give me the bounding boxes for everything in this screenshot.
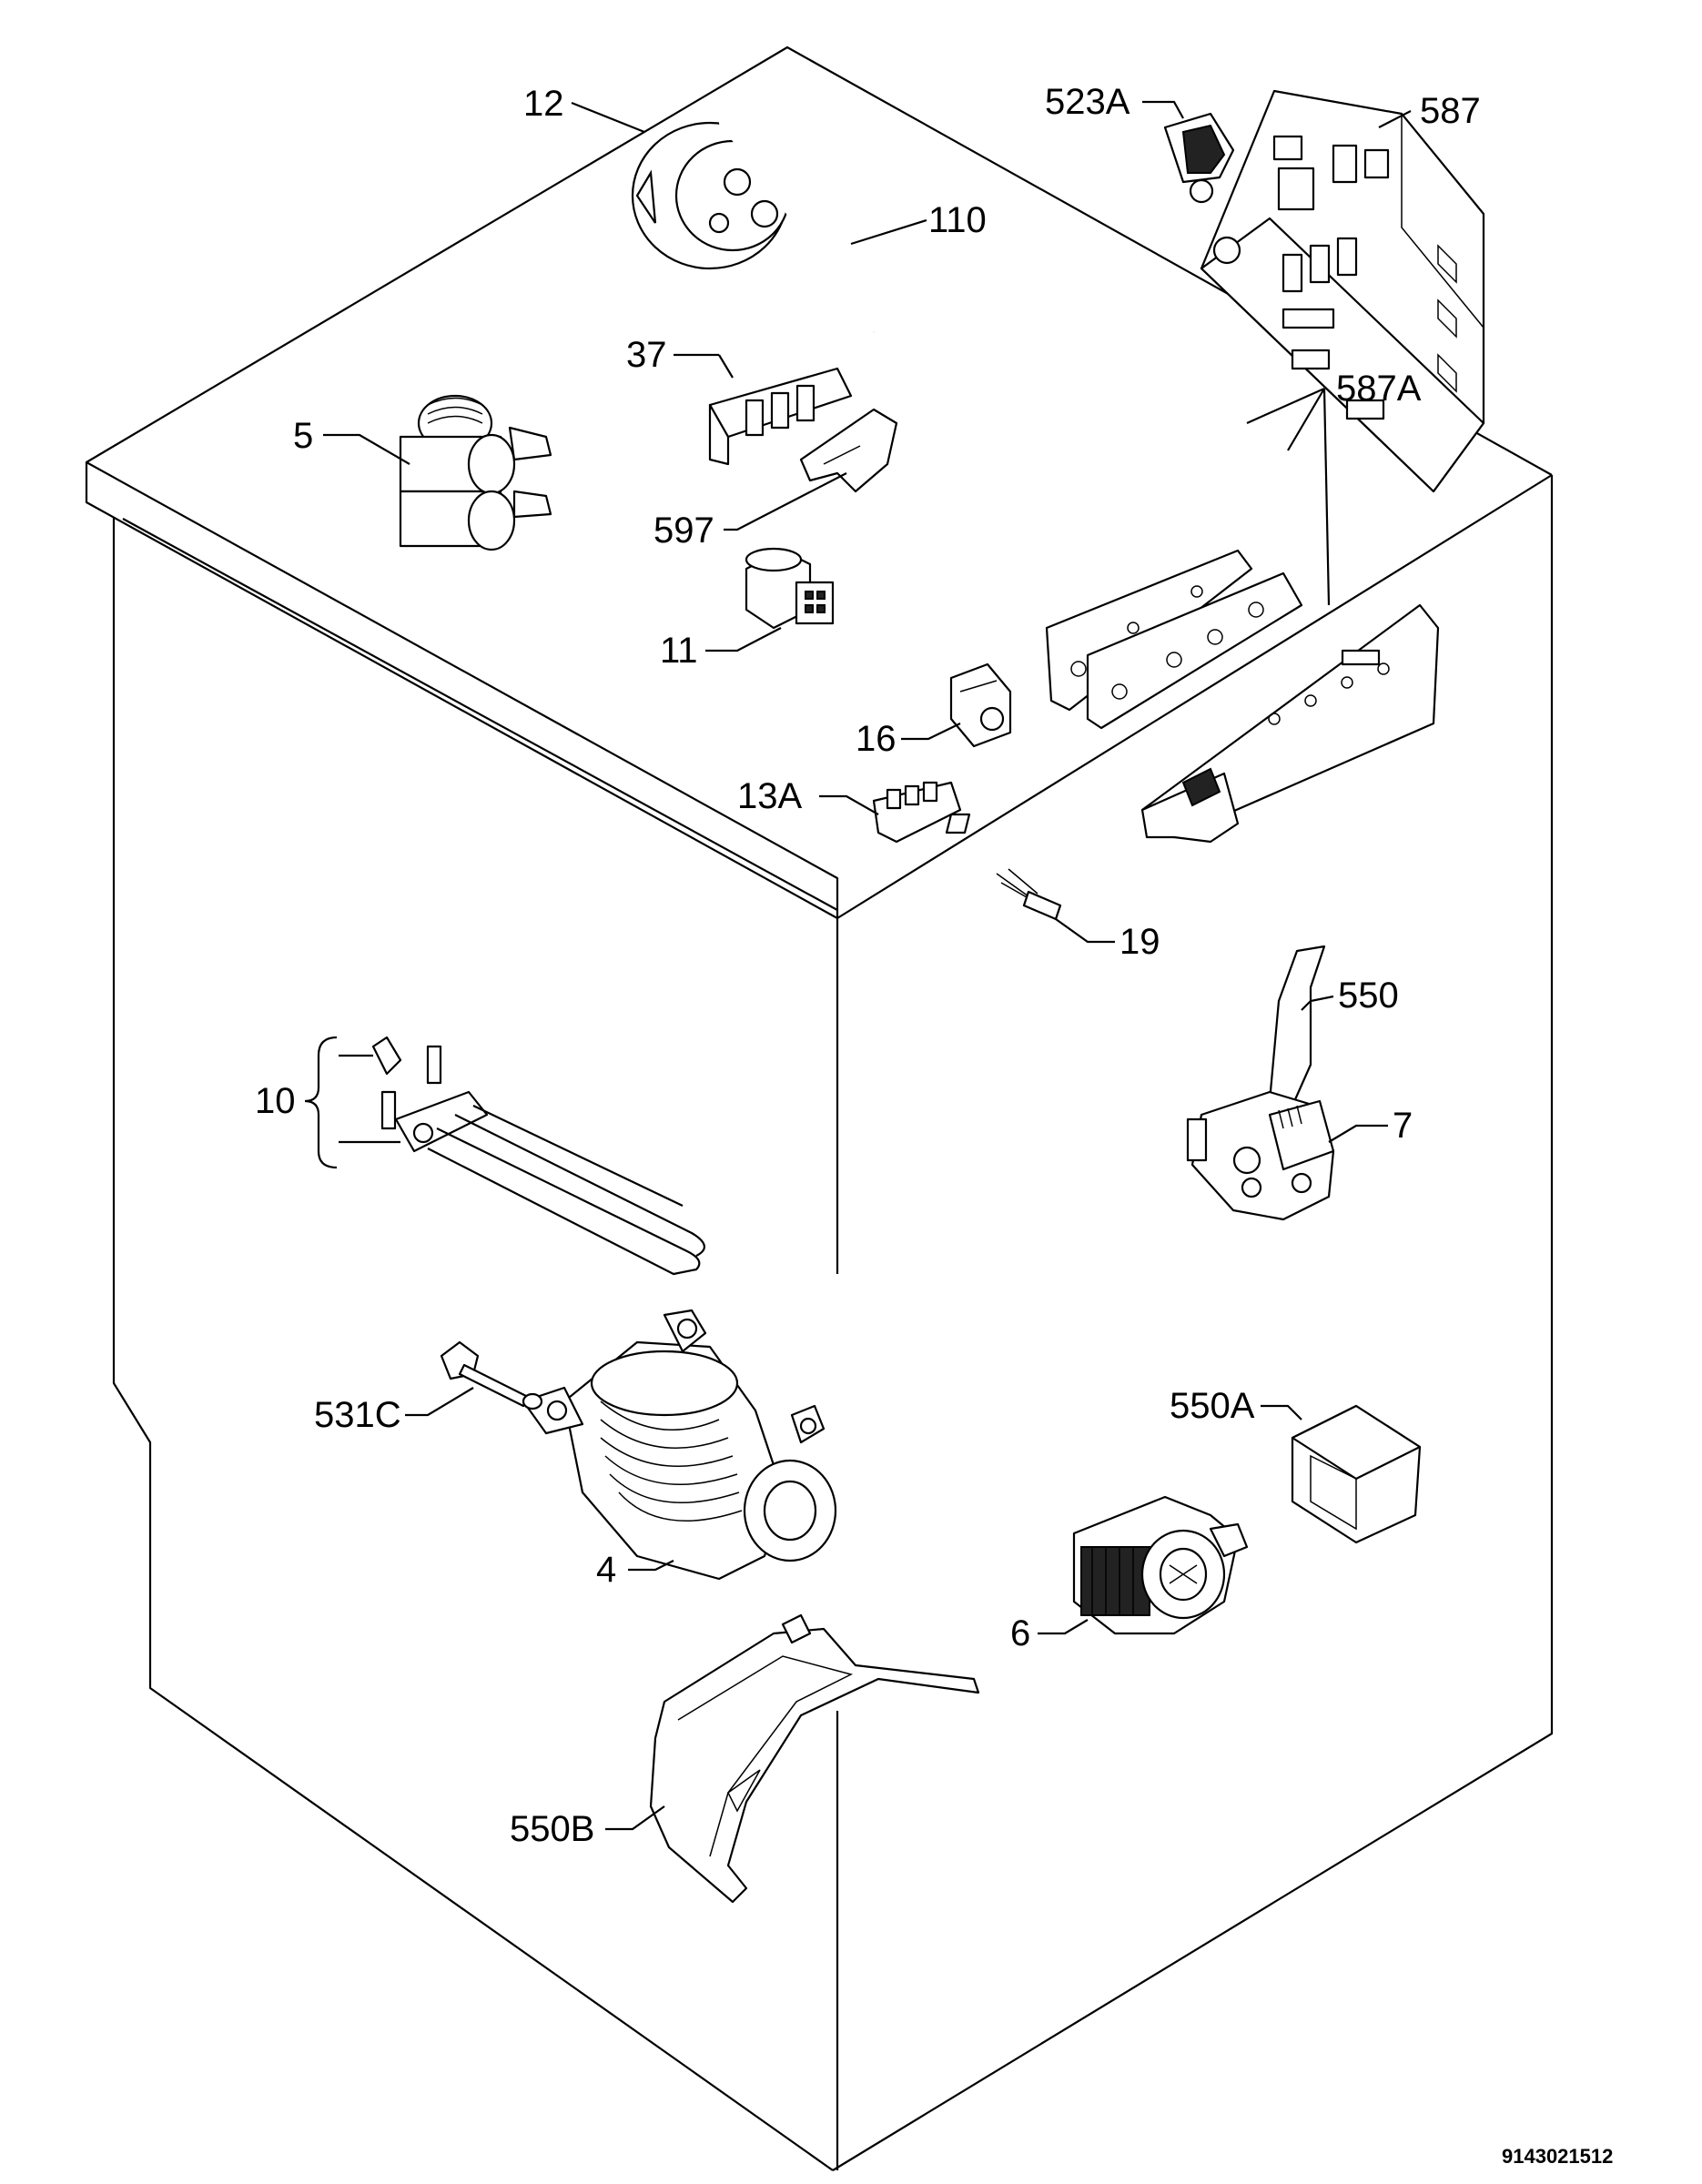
label-597: 597 [653,511,714,551]
label-587a: 587A [1336,369,1422,409]
part-550-door-handle [1268,945,1326,1107]
part-531c-screw [440,1340,543,1410]
label-12: 12 [523,84,564,124]
label-550b: 550B [510,1809,594,1849]
part-13a-connector [872,781,971,844]
part-550a-cover [1291,1404,1422,1544]
label-5: 5 [293,416,313,456]
callout-labels: 12 110 523A 587 37 5 597 587A 11 16 13A … [255,82,1481,1849]
label-4: 4 [596,1550,616,1590]
part-523a-switch [1163,112,1235,204]
label-6: 6 [1010,1613,1030,1653]
label-10: 10 [255,1081,296,1121]
leader-lines [304,100,1412,1831]
part-597-clip [799,408,898,493]
part-5-inlet-valve [399,394,552,551]
part-110-hose [718,116,876,335]
label-16: 16 [856,719,897,759]
part-587a-control-boards [1045,549,1440,844]
drawing-number: 9143021512 [1502,2145,1613,2168]
label-531c: 531C [314,1395,401,1435]
part-4-drain-pump [522,1309,837,1581]
part-37-terminal-block [708,367,853,466]
label-13a: 13A [737,776,802,816]
label-7: 7 [1393,1106,1413,1146]
part-16-suppressor [949,662,1012,748]
label-11: 11 [660,631,698,671]
label-587: 587 [1420,91,1481,131]
label-550: 550 [1338,976,1399,1016]
label-523a: 523A [1045,82,1130,122]
part-11-capacitor [745,547,835,630]
part-19-sensor [996,868,1062,921]
label-550a: 550A [1170,1386,1255,1426]
label-37: 37 [626,335,667,375]
part-7-door-lock [1186,1090,1335,1221]
part-550b-shield [649,1613,980,1904]
part-6-lock-switch [1072,1495,1249,1635]
label-110: 110 [928,200,987,240]
part-587-main-control-module [1200,89,1485,493]
part-10-heater [371,1036,705,1276]
label-19: 19 [1119,922,1160,962]
